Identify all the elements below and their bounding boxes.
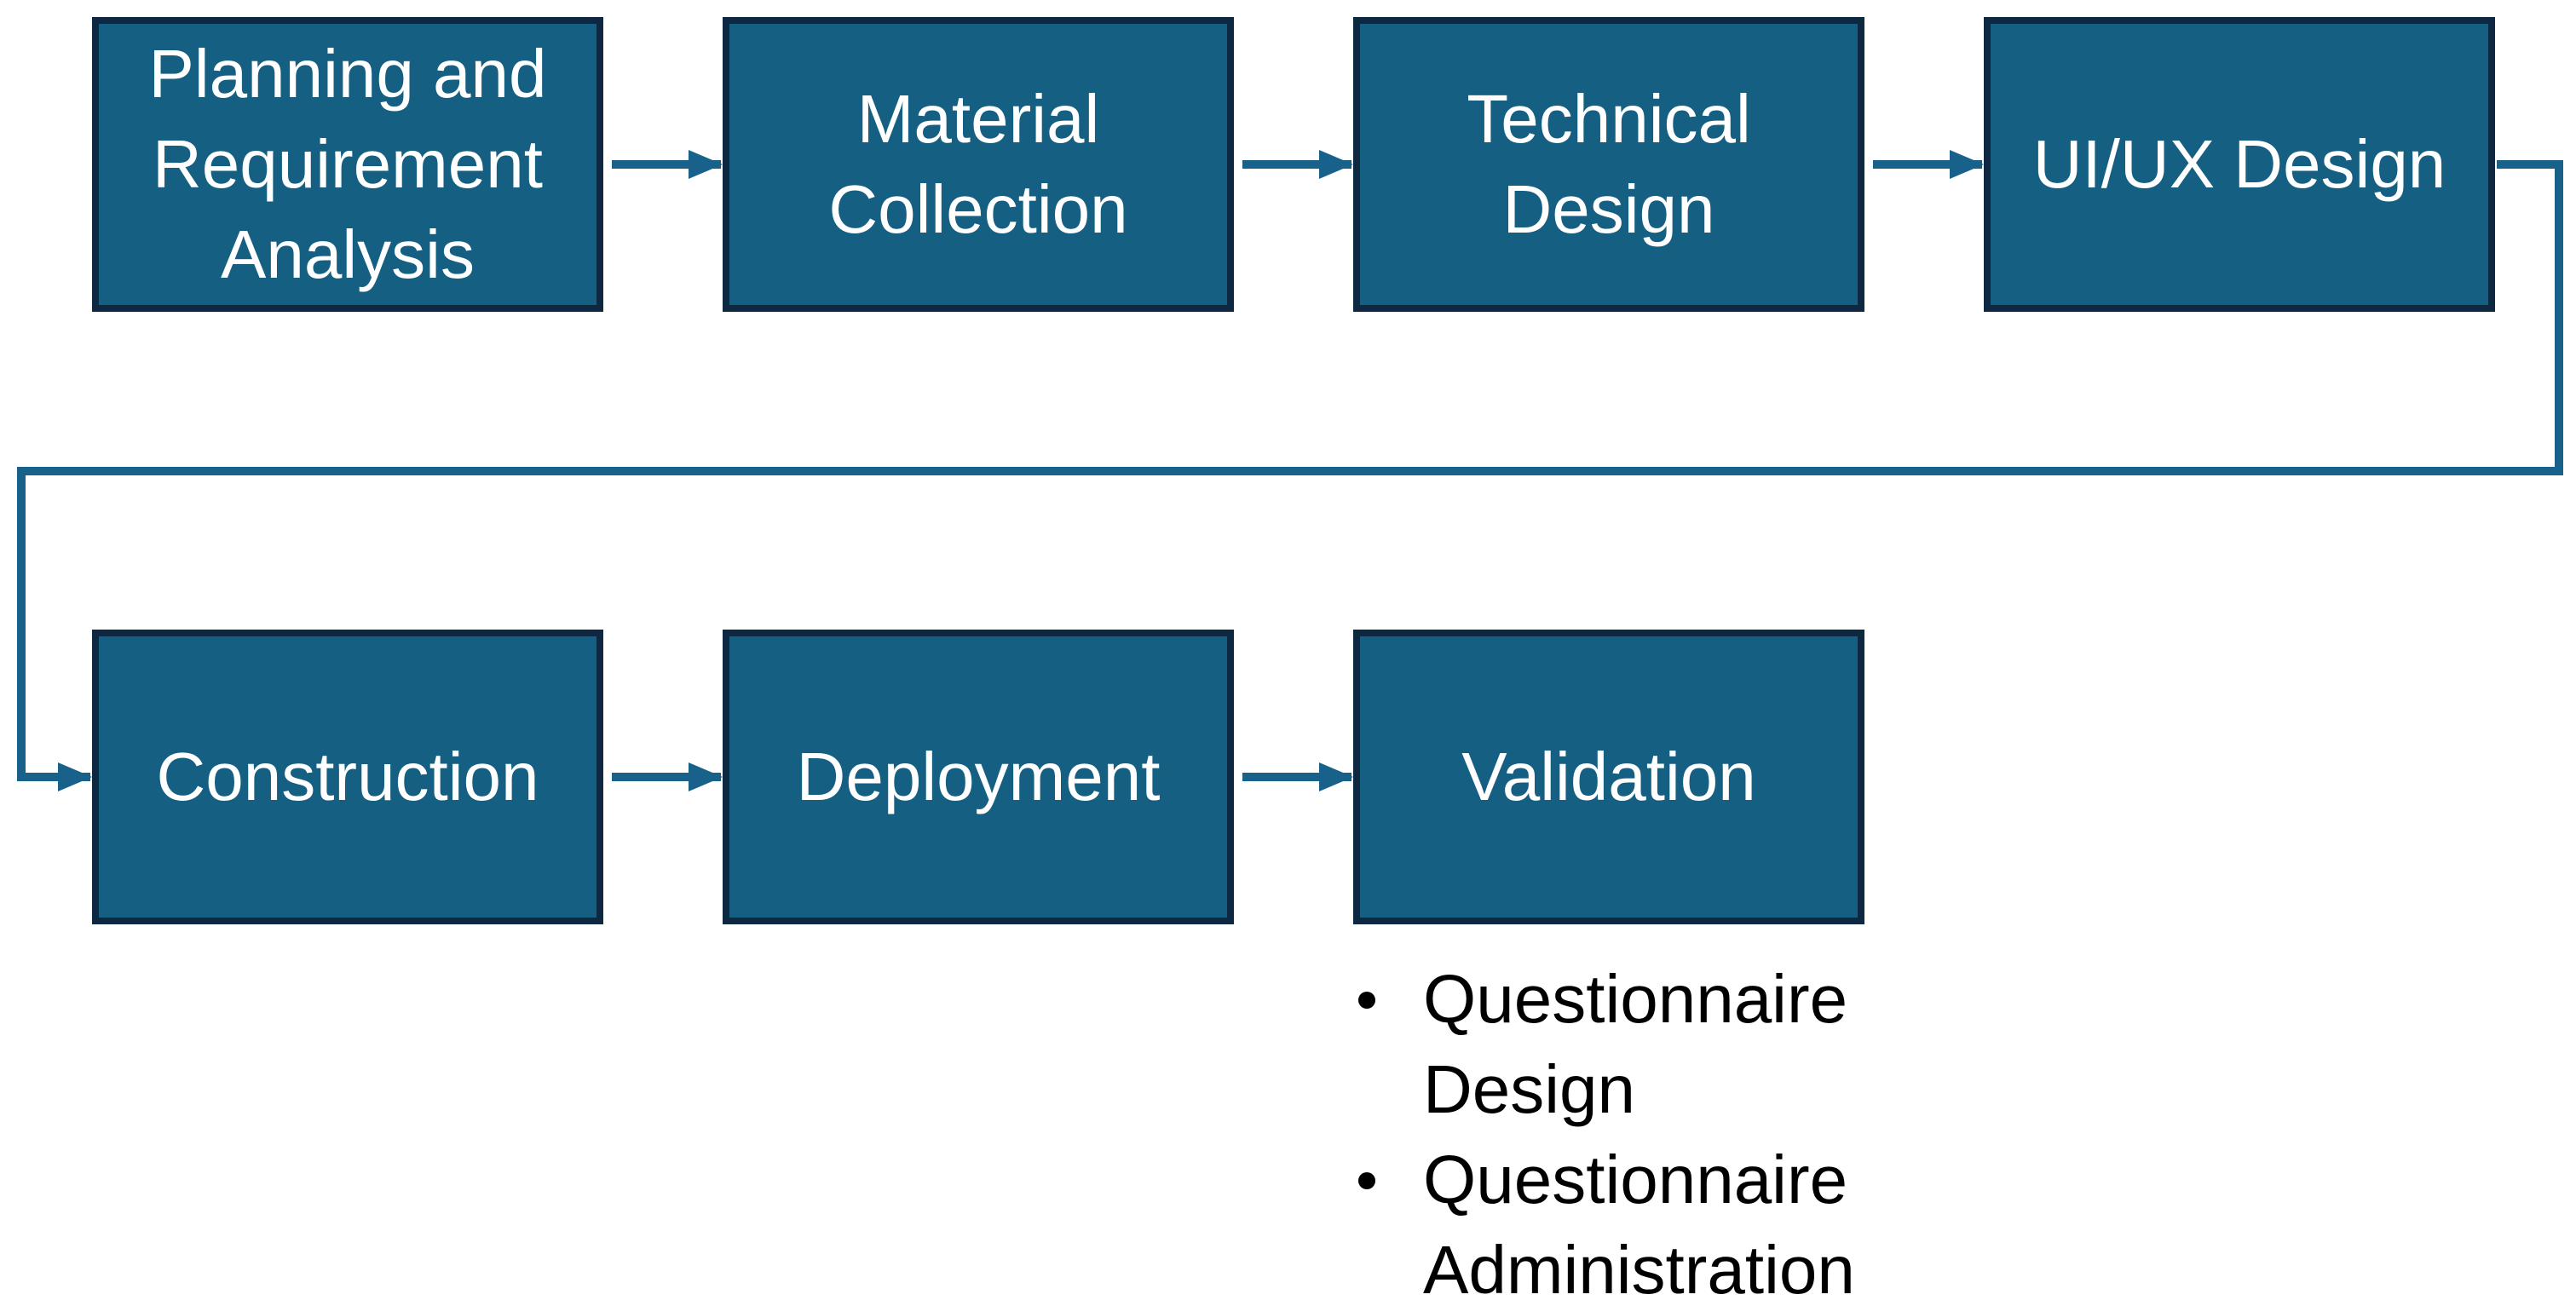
node-construction: Construction (92, 630, 603, 924)
list-item: Questionnaire Design (1357, 954, 2004, 1135)
list-item: Questionnaire Administration (1357, 1135, 2004, 1306)
node-deployment: Deployment (723, 630, 1234, 924)
node-technical-design: Technical Design (1353, 17, 1864, 312)
bullet-icon (1358, 1172, 1375, 1189)
node-label: Validation (1461, 739, 1756, 814)
validation-notes-list: Questionnaire Design Questionnaire Admin… (1357, 954, 2004, 1306)
node-label: Planning and Requirement Analysis (148, 36, 547, 292)
node-validation: Validation (1353, 630, 1864, 924)
node-label: Technical Design (1467, 81, 1751, 247)
bullet-icon (1358, 992, 1375, 1009)
node-label: UI/UX Design (2032, 126, 2446, 202)
node-label: Construction (156, 739, 539, 814)
node-uiux-design: UI/UX Design (1984, 17, 2495, 312)
node-material-collection: Material Collection (723, 17, 1234, 312)
note-text: Questionnaire Administration (1423, 1142, 1855, 1306)
node-label: Deployment (796, 739, 1161, 814)
node-label: Material Collection (828, 81, 1128, 247)
node-planning-requirement-analysis: Planning and Requirement Analysis (92, 17, 603, 312)
note-text: Questionnaire Design (1423, 961, 1848, 1127)
